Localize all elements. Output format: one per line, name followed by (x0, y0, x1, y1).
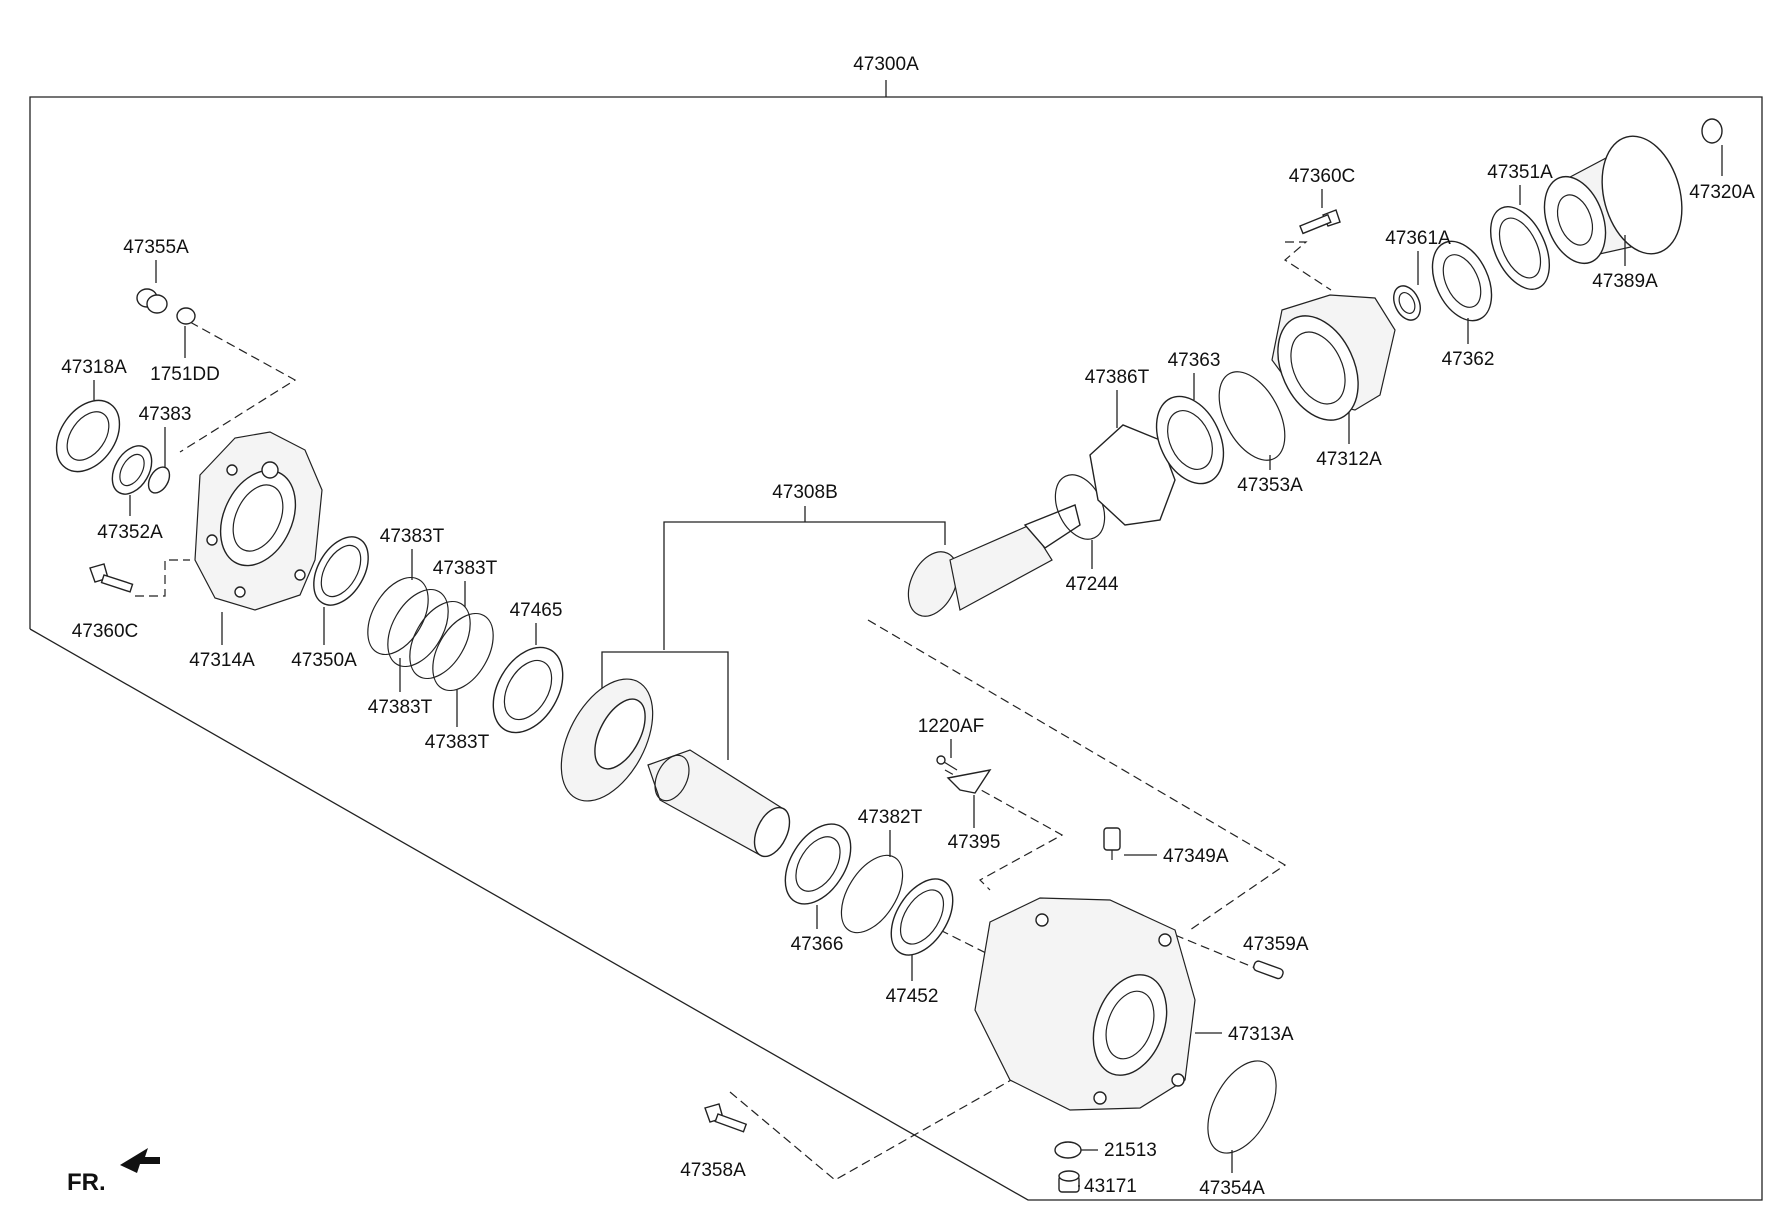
part-label[interactable]: 47313A (1228, 1024, 1294, 1045)
part-label[interactable]: 47383 (139, 404, 192, 425)
part-label[interactable]: 47350A (291, 650, 357, 671)
bolt-47358A-shape (704, 1103, 748, 1133)
bolt-47360C-left-shape (89, 563, 134, 593)
part-label[interactable]: 47358A (680, 1160, 746, 1181)
nut-47361A-shape (1393, 285, 1421, 321)
part-label[interactable]: 47244 (1066, 574, 1119, 595)
part-label[interactable]: 1220AF (918, 716, 985, 737)
nut-47320A-shape (1701, 118, 1723, 144)
bearing-47363-shape (1155, 395, 1225, 485)
part-label[interactable]: 47382T (858, 807, 923, 828)
gasket-21513-shape (1054, 1141, 1082, 1159)
ring-47350A-shape (313, 536, 369, 606)
plug-47355A-shape (136, 288, 168, 314)
gasket-47386T-shape (1089, 424, 1176, 526)
part-label[interactable]: 47360C (72, 621, 139, 642)
part-labels: 47355A 1751DD 47318A 47383 47352A 47360C 47314… (61, 162, 1755, 1199)
sub-assembly-bracket: 47308B (601, 482, 946, 760)
shims-47383T-shape (367, 576, 494, 692)
front-label: FR. (67, 1169, 106, 1196)
part-label[interactable]: 47360C (1289, 166, 1356, 187)
part-label[interactable]: 47318A (61, 357, 127, 378)
ring-47352A-shape (111, 445, 153, 495)
part-label[interactable]: 47352A (97, 522, 163, 543)
part-label[interactable]: 47361A (1385, 228, 1451, 249)
leader-lines (93, 145, 1723, 1187)
bearing-47366-shape (784, 823, 852, 905)
washer-1751DD-shape (176, 307, 196, 325)
ring-47382T-shape (840, 854, 904, 934)
ring-gear-shape (560, 678, 654, 802)
part-label[interactable]: 47359A (1243, 934, 1309, 955)
flange-47389A-shape (1543, 135, 1683, 265)
cover-47314A-shape (194, 431, 323, 611)
part-label[interactable]: 1751DD (150, 364, 220, 385)
part-label[interactable]: 47395 (948, 832, 1001, 853)
front-direction-indicator: FR. (67, 1148, 160, 1196)
oring-47353A-shape (1218, 371, 1286, 461)
pin-47359A-shape (1253, 960, 1284, 980)
part-label[interactable]: 47383T (380, 526, 445, 547)
screw-1220AF-shape (936, 755, 958, 771)
part-label[interactable]: 47383T (368, 697, 433, 718)
part-label[interactable]: 47353A (1237, 475, 1303, 496)
part-label[interactable]: 47389A (1592, 271, 1658, 292)
housing-47312A-shape (1271, 294, 1396, 421)
part-label[interactable]: 47320A (1689, 182, 1755, 203)
ring-47383-shape (147, 466, 171, 494)
guide-lines (135, 241, 1332, 1181)
plug-43171-shape (1058, 1170, 1080, 1193)
bearing-47362-shape (1431, 240, 1493, 322)
sub-assembly-label[interactable]: 47308B (772, 482, 838, 503)
part-label[interactable]: 47314A (189, 650, 255, 671)
part-label[interactable]: 47386T (1085, 367, 1150, 388)
part-label[interactable]: 21513 (1104, 1140, 1157, 1161)
part-label[interactable]: 47312A (1316, 449, 1382, 470)
seal-47351A-shape (1489, 206, 1551, 290)
part-label[interactable]: 47349A (1163, 846, 1229, 867)
part-label[interactable]: 43171 (1084, 1176, 1137, 1197)
assembly-frame: 47300A (29, 54, 1763, 1201)
bracket-47395-shape (946, 769, 992, 794)
part-label[interactable]: 47383T (433, 558, 498, 579)
part-label[interactable]: 47363 (1168, 350, 1221, 371)
bearing-47465-shape (492, 646, 564, 734)
part-label[interactable]: 47366 (791, 934, 844, 955)
oring-47354A-shape (1207, 1060, 1277, 1154)
bolt-47360C-right-shape (1299, 209, 1341, 235)
breather-47349A-shape (1103, 827, 1121, 860)
arrow-icon (120, 1148, 160, 1173)
part-label[interactable]: 47383T (425, 732, 490, 753)
pinion-gear-shape (907, 504, 1081, 617)
seal-47452-shape (890, 878, 954, 956)
shaft-shape (647, 749, 791, 858)
part-label[interactable]: 47362 (1442, 349, 1495, 370)
part-label[interactable]: 47355A (123, 237, 189, 258)
part-label[interactable]: 47351A (1487, 162, 1553, 183)
assembly-label[interactable]: 47300A (853, 54, 919, 75)
part-label[interactable]: 47465 (510, 600, 563, 621)
part-label[interactable]: 47354A (1199, 1178, 1265, 1199)
seal-47318A-shape (55, 399, 121, 473)
case-47313A-shape (974, 897, 1196, 1111)
part-label[interactable]: 47452 (886, 986, 939, 1007)
